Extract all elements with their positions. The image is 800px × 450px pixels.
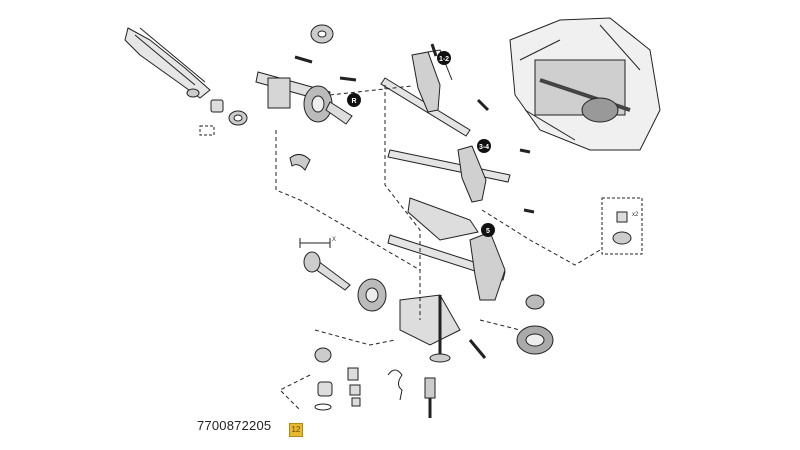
pin-1 [294,55,313,64]
ball-joint [357,278,387,312]
shaft-1-2 [380,49,471,137]
gearbox-housing [509,17,661,151]
dimension-line [299,238,331,248]
spring [387,369,403,401]
reverse-shaft [255,71,353,125]
callout-1-2: 1-2 [437,51,451,65]
ref-marker[interactable]: 12 [289,423,303,437]
reverse-pulley [310,24,334,44]
svg-text:1-2: 1-2 [439,56,449,63]
detent-clip [289,154,311,171]
svg-text:3-4: 3-4 [479,144,489,151]
svg-text:R: R [351,98,356,105]
svg-text:5: 5 [486,228,490,235]
pin-4 [476,98,490,112]
detail-box [601,197,643,255]
dimension-label: X [332,237,336,243]
pin-2 [339,76,357,82]
shaft-3-4 [387,145,511,203]
pin-5 [519,148,531,154]
link-rod [303,251,351,291]
callout-5: 5 [481,223,495,237]
qty-label: x2 [632,212,639,218]
part-number: 7700872205 [197,418,272,433]
clutch-fork [124,27,211,99]
callout-r: R [347,93,361,107]
pin-7 [468,339,487,359]
fork-bushes [210,99,248,126]
bracket-symbol [199,125,215,136]
shift-lever [407,197,479,241]
pin-6 [523,208,535,214]
callout-3-4: 3-4 [477,139,491,153]
actuator [516,294,554,355]
guide-lines [275,85,601,411]
pin-3 [430,43,438,57]
seal [314,347,332,363]
shaft-5 [387,231,506,301]
switch-plug [424,377,436,418]
circlip-bush [314,381,333,411]
small-blocks [347,367,361,407]
lever-bracket [399,294,461,363]
